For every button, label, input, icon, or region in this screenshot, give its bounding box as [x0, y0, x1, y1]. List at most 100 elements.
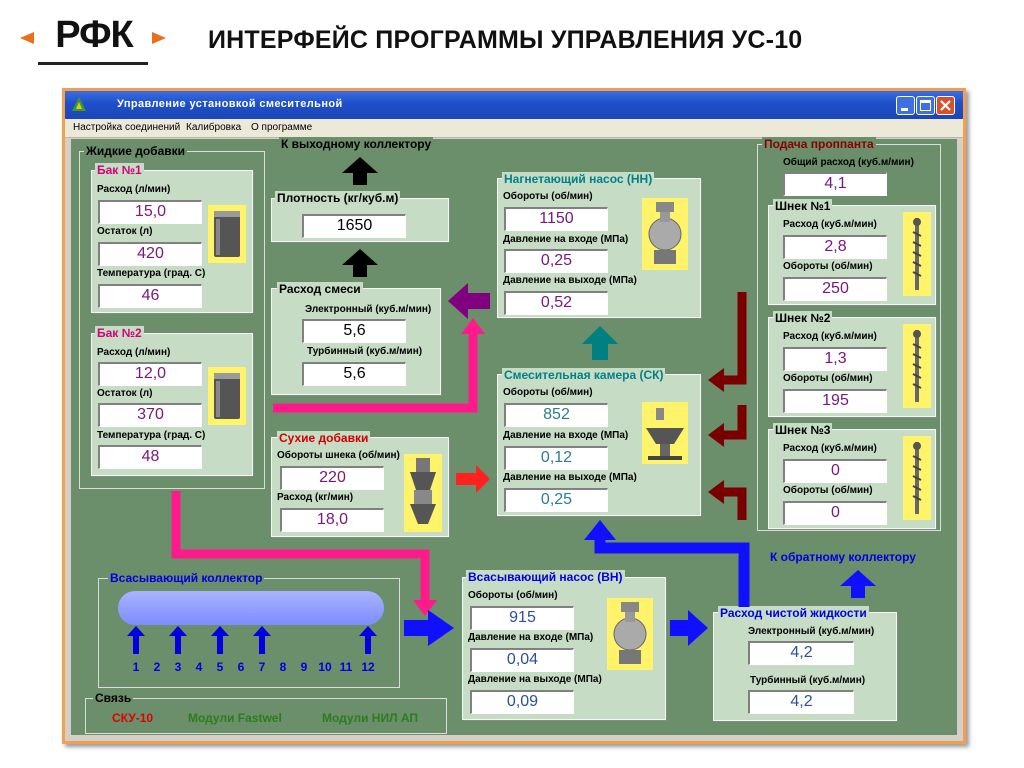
proppant-title: Подача проппанта	[762, 137, 876, 151]
liquid-additives-title: Жидкие добавки	[84, 144, 188, 158]
screw2-flow-label: Расход (куб.м/мин)	[783, 331, 877, 342]
inlet-arrow-icon	[211, 626, 229, 654]
mixing-chamber-icon	[642, 402, 688, 464]
inlet-number: 9	[300, 660, 308, 674]
density-title: Плотность (кг/куб.м)	[275, 191, 401, 205]
inlet-arrow-icon	[253, 626, 271, 654]
suction-manifold-pipe	[118, 591, 384, 625]
minimize-icon[interactable]	[896, 96, 915, 115]
inlet-arrow-icon	[127, 626, 145, 654]
clean-flow-turbine-field: 4,2	[748, 690, 854, 714]
slide-title: ИНТЕРФЕЙС ПРОГРАММЫ УПРАВЛЕНИЯ УС-10	[208, 26, 803, 54]
inlet-arrow-icon	[359, 626, 377, 654]
proppant-total-field: 4,1	[783, 172, 887, 196]
tank2-flow-label: Расход (л/мин)	[97, 347, 171, 358]
injection-pump-icon	[642, 198, 688, 270]
comm-fastwel-status: Модули Fastwel	[188, 711, 282, 725]
screw2-title: Шнек №2	[773, 311, 833, 325]
arrow-up-to-density-icon	[342, 249, 378, 277]
dry-additives-title: Сухие добавки	[277, 431, 371, 445]
tank2-title: Бак №2	[95, 326, 144, 340]
tank1-temp-label: Температура (град. С)	[97, 268, 206, 279]
inlet-number: 11	[339, 660, 353, 674]
suction-p-in-label: Давление на входе (МПа)	[468, 632, 594, 643]
screw1-title: Шнек №1	[773, 199, 833, 213]
suction-p-out-field: 0,09	[470, 690, 574, 714]
window-title: Управление установкой смесительной	[117, 98, 343, 110]
mix-flow-turbine-field: 5,6	[302, 362, 406, 386]
arrow-up-to-output-icon	[342, 157, 378, 185]
screw1-flow-field: 2,8	[783, 235, 887, 259]
screw2-flow-field: 1,3	[783, 347, 887, 371]
screw3-auger-icon	[903, 436, 931, 520]
comm-group	[85, 698, 447, 734]
density-field: 1650	[302, 214, 406, 238]
chamber-rpm-label: Обороты (об/мин)	[503, 387, 593, 398]
return-collector-label: К обратному коллектору	[768, 550, 918, 564]
chamber-p-out-label: Давление на выходе (МПа)	[503, 472, 637, 483]
screw3-flow-label: Расход (куб.м/мин)	[783, 443, 877, 454]
injection-p-out-label: Давление на выходе (МПа)	[503, 275, 637, 286]
inlet-number: 12	[361, 660, 375, 674]
chamber-p-in-field: 0,12	[504, 446, 608, 470]
inlet-number: 10	[318, 660, 332, 674]
injection-p-in-label: Давление на входе (МПа)	[503, 234, 629, 245]
app-icon[interactable]	[72, 97, 86, 111]
injection-p-in-field: 0,25	[504, 249, 608, 273]
inlet-number: 6	[237, 660, 245, 674]
inlet-arrow-icon	[169, 626, 187, 654]
screw3-title: Шнек №3	[773, 423, 833, 437]
dry-screw-rpm-field: 220	[280, 466, 384, 490]
tank2-flow-field: 12,0	[98, 362, 202, 386]
inlet-number: 7	[258, 660, 266, 674]
menu-about[interactable]: О программе	[251, 122, 313, 133]
mix-flow-turbine-label: Турбинный (куб.м/мин)	[307, 346, 423, 357]
screw1-flow-label: Расход (куб.м/мин)	[783, 219, 877, 230]
mix-flow-electronic-field: 5,6	[302, 319, 406, 343]
screw3-rpm-label: Обороты (об/мин)	[783, 485, 873, 496]
mix-flow-title: Расход смеси	[277, 282, 363, 296]
screw2-rpm-field: 195	[783, 389, 887, 413]
suction-p-in-field: 0,04	[470, 648, 574, 672]
screw2-auger-icon	[903, 324, 931, 408]
dry-screw-rpm-label: Обороты шнека (об/мин)	[277, 450, 400, 461]
mix-flow-electronic-label: Электронный (куб.м/мин)	[305, 304, 432, 315]
menu-connection-settings[interactable]: Настройка соединений	[73, 122, 181, 133]
injection-p-out-field: 0,52	[504, 291, 608, 315]
inlet-number: 5	[216, 660, 224, 674]
tank2-remain-label: Остаток (л)	[97, 388, 153, 399]
injection-rpm-label: Обороты (об/мин)	[503, 191, 593, 202]
screw3-rpm-field: 0	[783, 501, 887, 525]
tank1-flow-label: Расход (л/мин)	[97, 184, 171, 195]
screw1-auger-icon	[903, 212, 931, 296]
suction-p-out-label: Давление на выходе (МПа)	[468, 674, 602, 685]
clean-flow-turbine-label: Турбинный (куб.м/мин)	[750, 675, 866, 686]
tank1-temp-field: 46	[98, 284, 202, 308]
clean-flow-title: Расход чистой жидкости	[718, 606, 869, 620]
tank1-remain-field: 420	[98, 242, 202, 266]
dry-flow-label: Расход (кг/мин)	[277, 492, 354, 503]
inlet-number: 1	[132, 660, 140, 674]
output-collector-label: К выходному коллектору	[279, 137, 434, 151]
maximize-icon[interactable]	[916, 96, 935, 115]
inlet-number: 3	[174, 660, 182, 674]
inlet-number: 8	[279, 660, 287, 674]
tank1-remain-label: Остаток (л)	[97, 226, 153, 237]
title-bar[interactable]: Управление установкой смесительной	[65, 91, 963, 119]
suction-pump-icon	[607, 598, 653, 670]
chamber-rpm-field: 852	[504, 403, 608, 427]
arrow-up-to-return-icon	[840, 570, 876, 598]
menu-calibration[interactable]: Калибровка	[186, 122, 242, 133]
screw1-rpm-label: Обороты (об/мин)	[783, 261, 873, 272]
injection-rpm-field: 1150	[504, 207, 608, 231]
tank2-temp-label: Температура (град. С)	[97, 430, 206, 441]
suction-collector-title: Всасывающий коллектор	[108, 571, 265, 585]
tank2-remain-field: 370	[98, 403, 202, 427]
tank1-title: Бак №1	[95, 163, 144, 177]
chamber-p-in-label: Давление на входе (МПа)	[503, 430, 629, 441]
comm-title: Связь	[93, 691, 134, 705]
tank2-icon	[208, 367, 246, 425]
screw1-rpm-field: 250	[783, 277, 887, 301]
close-icon[interactable]	[936, 96, 955, 115]
clean-flow-electronic-label: Электронный (куб.м/мин)	[748, 626, 875, 637]
